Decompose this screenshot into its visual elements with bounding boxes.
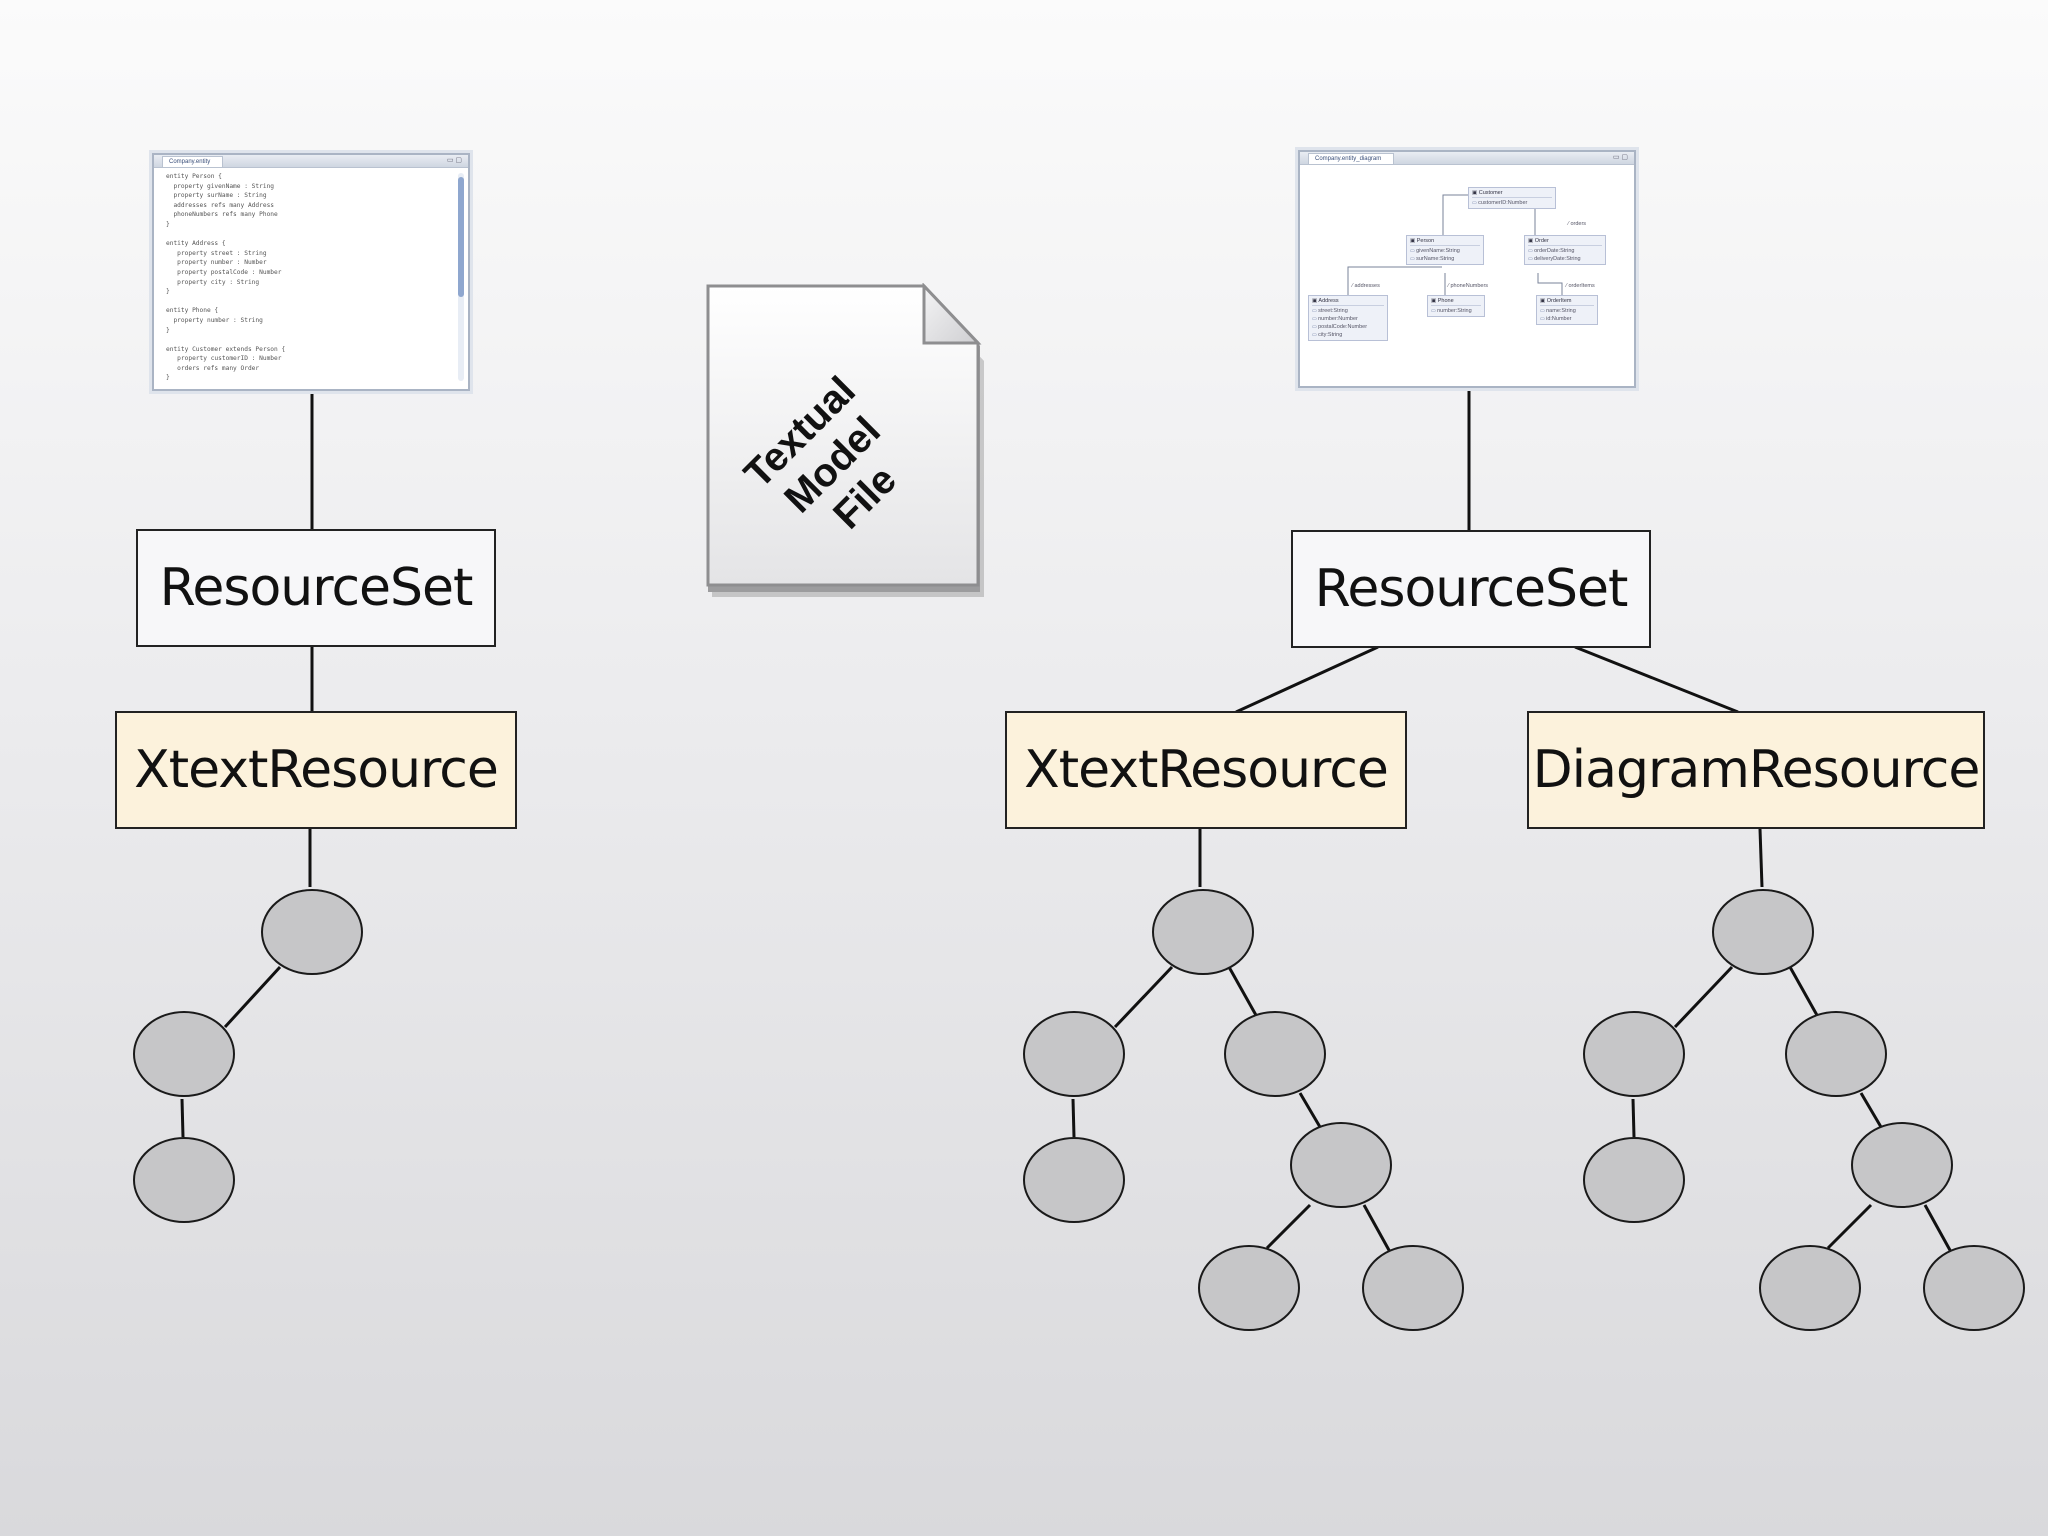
- text-editor-thumbnail: Company.entity ▭ ▢ entity Person { prope…: [152, 153, 470, 391]
- left-resourceset-box: ResourceSet: [136, 529, 496, 647]
- diagram-tree-leaf-node: [1923, 1245, 2025, 1331]
- diagram-class-name: ▣ Customer: [1472, 189, 1552, 198]
- left-resourceset-label: ResourceSet: [159, 558, 474, 618]
- diagram-class-node: ▣ Phonenumber:String: [1427, 295, 1485, 317]
- left-tree-leaf-node: [133, 1137, 235, 1223]
- left-xtextresource-box: XtextResource: [115, 711, 517, 829]
- diagram-tree-leaf-node: [1759, 1245, 1861, 1331]
- code-line: [166, 230, 468, 240]
- xtext-tree-leaf-node: [1198, 1245, 1300, 1331]
- diagram-class-name: ▣ Person: [1410, 237, 1480, 246]
- diagram-class-attribute: givenName:String: [1410, 247, 1480, 255]
- diagram-tree-root-node: [1712, 889, 1814, 975]
- editor-tab: Company.entity: [162, 156, 224, 167]
- editor-scrollbar: [458, 173, 464, 381]
- diagram-class-attribute: street:String: [1312, 307, 1384, 315]
- diagram-class-attribute: deliveryDate:String: [1528, 255, 1602, 263]
- left-xtextresource-label: XtextResource: [134, 740, 499, 800]
- diagram-class-attribute: city:String: [1312, 331, 1384, 339]
- xtext-tree-node: [1290, 1122, 1392, 1208]
- code-line: entity Phone {: [166, 307, 219, 315]
- diagram-tree-node: [1851, 1122, 1953, 1208]
- code-line: [166, 297, 468, 307]
- diagram-class-attribute: id:Number: [1540, 315, 1594, 323]
- right-diagramresource-label: DiagramResource: [1532, 740, 1981, 800]
- code-line: property number : String: [166, 316, 263, 324]
- code-line: entity Address {: [166, 240, 226, 248]
- xtext-tree-leaf-node: [1362, 1245, 1464, 1331]
- right-resourceset-box: ResourceSet: [1291, 530, 1651, 648]
- code-line: property city : String: [166, 278, 260, 286]
- diagram-edge-label: ⁄ addresses: [1352, 283, 1380, 289]
- code-line: entity Person {: [166, 173, 222, 180]
- code-line: property postalCode : Number: [166, 268, 282, 276]
- diagram-class-attribute: surName:String: [1410, 255, 1480, 263]
- diagram-class-name: ▣ Order: [1528, 237, 1602, 246]
- diagram-tree-node: [1785, 1011, 1887, 1097]
- diagram-class-name: ▣ OrderItem: [1540, 297, 1594, 306]
- xtext-tree-leaf-node: [1023, 1137, 1125, 1223]
- diagram-canvas: ▣ CustomercustomerID:Number ▣ Persongiven…: [1300, 165, 1634, 386]
- window-controls-icon: ▭ ▢: [446, 157, 462, 164]
- diagram-class-name: ▣ Phone: [1431, 297, 1481, 306]
- diagram-tab-bar: Company.entity_diagram ▭ ▢: [1300, 152, 1634, 165]
- code-line: property surName : String: [166, 192, 267, 200]
- right-diagramresource-box: DiagramResource: [1527, 711, 1985, 829]
- code-line: addresses refs many Address: [166, 201, 275, 209]
- right-xtextresource-label: XtextResource: [1024, 740, 1389, 800]
- diagram-editor-thumbnail: Company.entity_diagram ▭ ▢ ▣ Customercus…: [1298, 150, 1636, 388]
- code-line: property number : Number: [166, 259, 267, 267]
- code-line: }: [166, 220, 170, 228]
- diagram-class-node: ▣ CustomercustomerID:Number: [1468, 187, 1556, 209]
- right-xtextresource-box: XtextResource: [1005, 711, 1407, 829]
- diagram-class-node: ▣ PersongivenName:StringsurName:String: [1406, 235, 1484, 265]
- code-line: }: [166, 288, 170, 296]
- code-line: [166, 335, 468, 345]
- code-line: property street : String: [166, 249, 267, 257]
- diagram-class-attribute: number:Number: [1312, 315, 1384, 323]
- diagram-class-attribute: name:String: [1540, 307, 1594, 315]
- diagram-class-node: ▣ OrderItemname:Stringid:Number: [1536, 295, 1598, 325]
- diagram-tree-node: [1583, 1011, 1685, 1097]
- code-line: property givenName : String: [166, 182, 275, 190]
- code-line: orders refs many Order: [166, 364, 260, 372]
- window-controls-icon: ▭ ▢: [1612, 154, 1628, 161]
- xtext-tree-root-node: [1152, 889, 1254, 975]
- diagram-class-attribute: postalCode:Number: [1312, 323, 1384, 331]
- diagram-class-attribute: number:String: [1431, 307, 1481, 315]
- diagram-class-attribute: orderDate:String: [1528, 247, 1602, 255]
- diagram-edge-label: ⁄ orders: [1568, 221, 1587, 227]
- diagram-class-node: ▣ Addressstreet:Stringnumber:Numberposta…: [1308, 295, 1388, 341]
- left-tree-root-node: [261, 889, 363, 975]
- code-line: entity Customer extends Person {: [166, 345, 286, 353]
- diagram-edge-label: ⁄ phoneNumbers: [1448, 283, 1489, 289]
- diagram-class-node: ▣ OrderorderDate:StringdeliveryDate:Stri…: [1524, 235, 1606, 265]
- code-line: property customerID : Number: [166, 355, 282, 363]
- xtext-tree-node: [1224, 1011, 1326, 1097]
- diagram-tree-leaf-node: [1583, 1137, 1685, 1223]
- diagram-class-attribute: customerID:Number: [1472, 199, 1552, 207]
- diagram-editor-tab: Company.entity_diagram: [1308, 153, 1395, 164]
- code-line: }: [166, 326, 170, 334]
- code-listing: entity Person { property givenName : Str…: [166, 172, 468, 383]
- right-resourceset-label: ResourceSet: [1314, 559, 1629, 619]
- diagram-class-name: ▣ Address: [1312, 297, 1384, 306]
- diagram-edge-label: ⁄ orderItems: [1566, 283, 1595, 289]
- xtext-tree-node: [1023, 1011, 1125, 1097]
- editor-tab-bar: Company.entity ▭ ▢: [154, 155, 468, 168]
- code-line: }: [166, 374, 170, 382]
- code-line: phoneNumbers refs many Phone: [166, 211, 278, 219]
- left-tree-node: [133, 1011, 235, 1097]
